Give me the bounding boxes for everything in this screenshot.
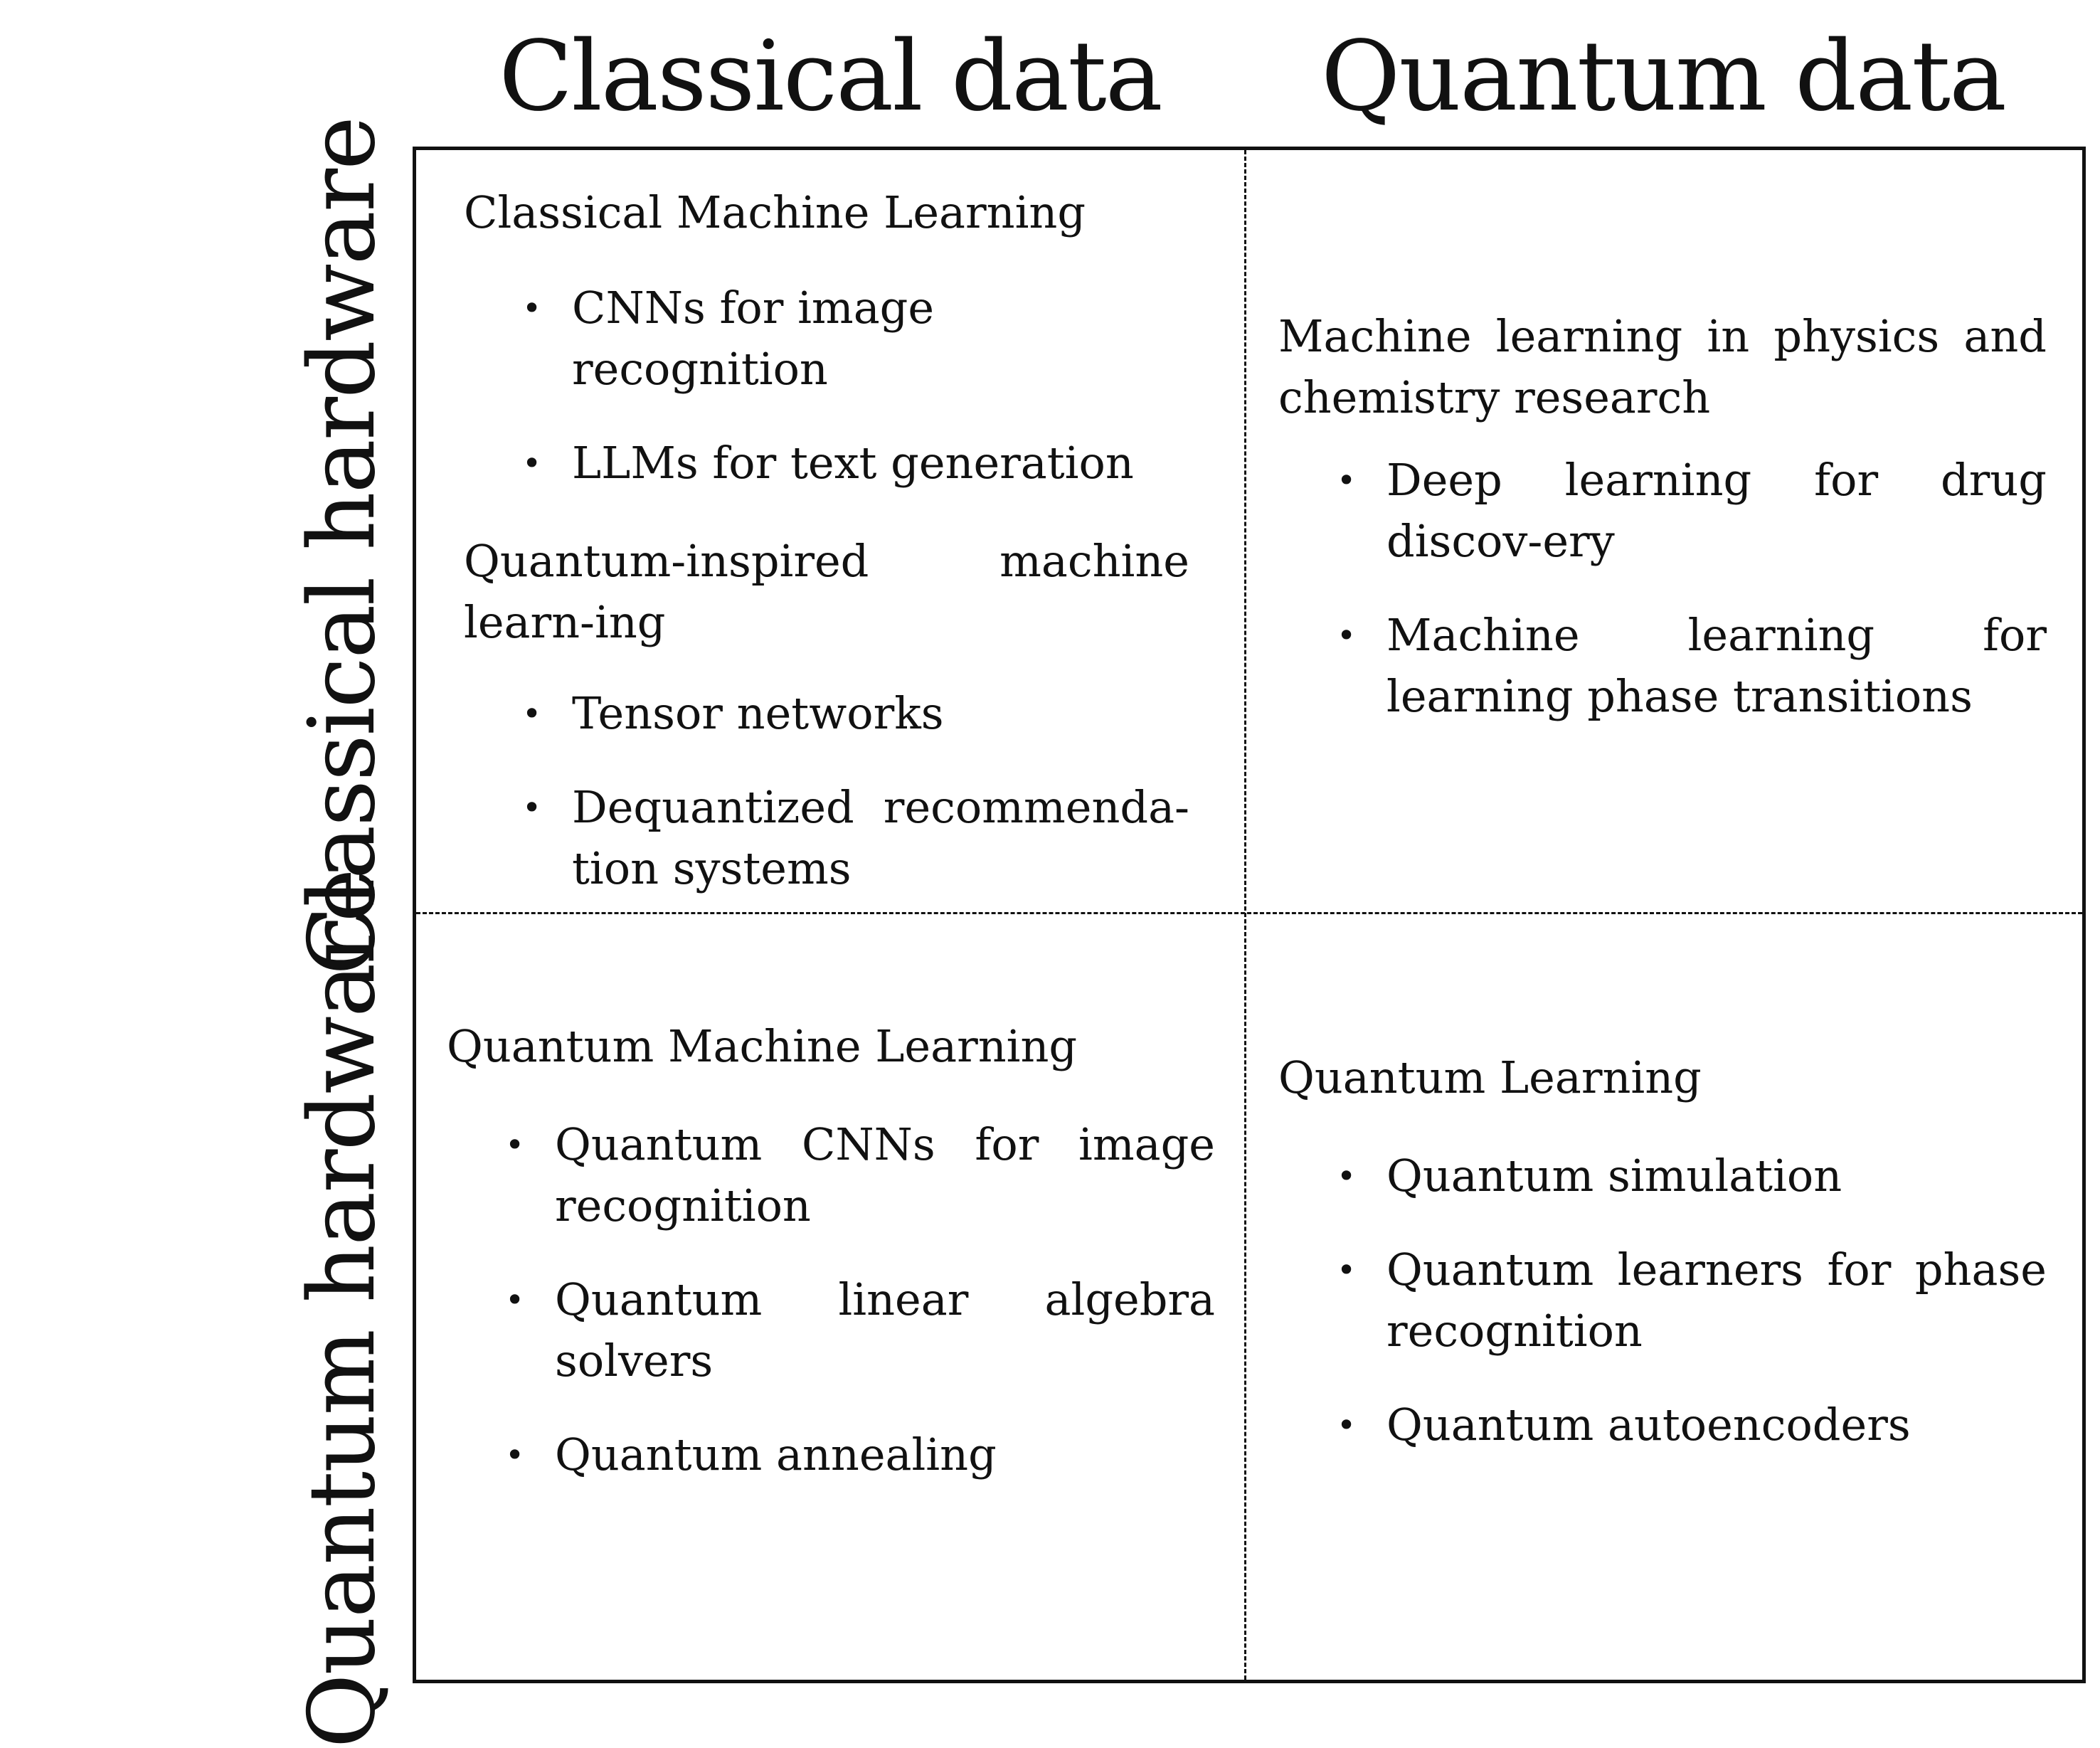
bullet-icon: • — [505, 1125, 525, 1164]
section-title-quantum-inspired: Quantum-inspired machine learn-ing — [464, 535, 1189, 648]
list-item-text: Quantum simulation — [1386, 1150, 1842, 1202]
list-item: • Machine learning for learning phase tr… — [1337, 605, 2047, 727]
list-item: • Quantum annealing — [505, 1424, 1215, 1485]
quadrant-frame — [413, 147, 2086, 1683]
cell-quantum-hardware-classical-data: Quantum Machine Learning • Quantum CNNs … — [447, 1016, 1215, 1485]
list-item: • Quantum linear algebra solvers — [505, 1269, 1215, 1392]
bullet-icon: • — [1337, 616, 1357, 655]
list-item: • Quantum autoencoders — [1337, 1394, 2047, 1456]
list-item-text: Quantum learners for phase recognition — [1386, 1244, 2047, 1357]
bullet-icon: • — [505, 1281, 525, 1319]
list-item: • Quantum learners for phase recognition — [1337, 1239, 2047, 1362]
list-classical-ml: • CNNs for image recognition • LLMs for … — [522, 277, 1189, 494]
column-header-quantum-data: Quantum data — [1320, 21, 2007, 133]
list-quantum-inspired: • Tensor networks • Dequantized recommen… — [522, 683, 1189, 899]
bullet-icon: • — [1337, 461, 1357, 499]
list-item-text: Tensor networks — [572, 687, 944, 739]
section-title-ml-physics-chemistry: Machine learning in physics and chemistr… — [1278, 310, 2047, 423]
row-header-quantum-hardware: Quantum hardware — [290, 869, 396, 1748]
bullet-icon: • — [522, 444, 542, 482]
list-item: • Deep learning for drug discov-ery — [1337, 450, 2047, 572]
vertical-divider — [1244, 150, 1246, 1680]
section-title-quantum-ml: Quantum Machine Learning — [447, 1020, 1078, 1072]
list-item-text: LLMs for text generation — [572, 437, 1134, 489]
list-item: • Quantum simulation — [1337, 1145, 2047, 1207]
list-ml-physics-chemistry: • Deep learning for drug discov-ery • Ma… — [1337, 450, 2047, 727]
bullet-icon: • — [1337, 1251, 1357, 1289]
list-item: • Tensor networks — [522, 683, 1189, 744]
bullet-icon: • — [1337, 1406, 1357, 1444]
bullet-icon: • — [522, 788, 542, 827]
list-item: • Dequantized recommenda-tion systems — [522, 777, 1189, 899]
list-item: • Quantum CNNs for image recognition — [505, 1114, 1215, 1236]
column-header-classical-data: Classical data — [499, 21, 1163, 133]
list-quantum-ml: • Quantum CNNs for image recognition • Q… — [505, 1114, 1215, 1485]
section-title-classical-ml: Classical Machine Learning — [464, 186, 1086, 238]
cell-quantum-hardware-quantum-data: Quantum Learning • Quantum simulation • … — [1278, 1047, 2047, 1456]
list-item-text: Dequantized recommenda-tion systems — [572, 781, 1189, 894]
row-header-classical-hardware: Classical hardware — [290, 117, 396, 975]
list-item-text: Quantum annealing — [555, 1429, 997, 1480]
section-title-quantum-learning: Quantum Learning — [1278, 1052, 1702, 1103]
cell-classical-hardware-classical-data: Classical Machine Learning • CNNs for im… — [464, 182, 1189, 899]
list-item-text: Quantum linear algebra solvers — [555, 1273, 1215, 1387]
bullet-icon: • — [522, 289, 542, 327]
horizontal-divider — [416, 912, 2082, 914]
bullet-icon: • — [505, 1436, 525, 1474]
list-item-text: Deep learning for drug discov-ery — [1386, 454, 2047, 567]
list-item: • CNNs for image recognition — [522, 277, 1189, 400]
list-item-text: Machine learning for learning phase tran… — [1386, 609, 2047, 722]
bullet-icon: • — [1337, 1157, 1357, 1195]
list-item: • LLMs for text generation — [522, 433, 1189, 494]
list-quantum-learning: • Quantum simulation • Quantum learners … — [1337, 1145, 2047, 1456]
list-item-text: CNNs for image recognition — [572, 282, 935, 395]
list-item-text: Quantum autoencoders — [1386, 1399, 1911, 1451]
bullet-icon: • — [522, 694, 542, 733]
list-item-text: Quantum CNNs for image recognition — [555, 1118, 1215, 1231]
cell-classical-hardware-quantum-data: Machine learning in physics and chemistr… — [1278, 306, 2047, 727]
